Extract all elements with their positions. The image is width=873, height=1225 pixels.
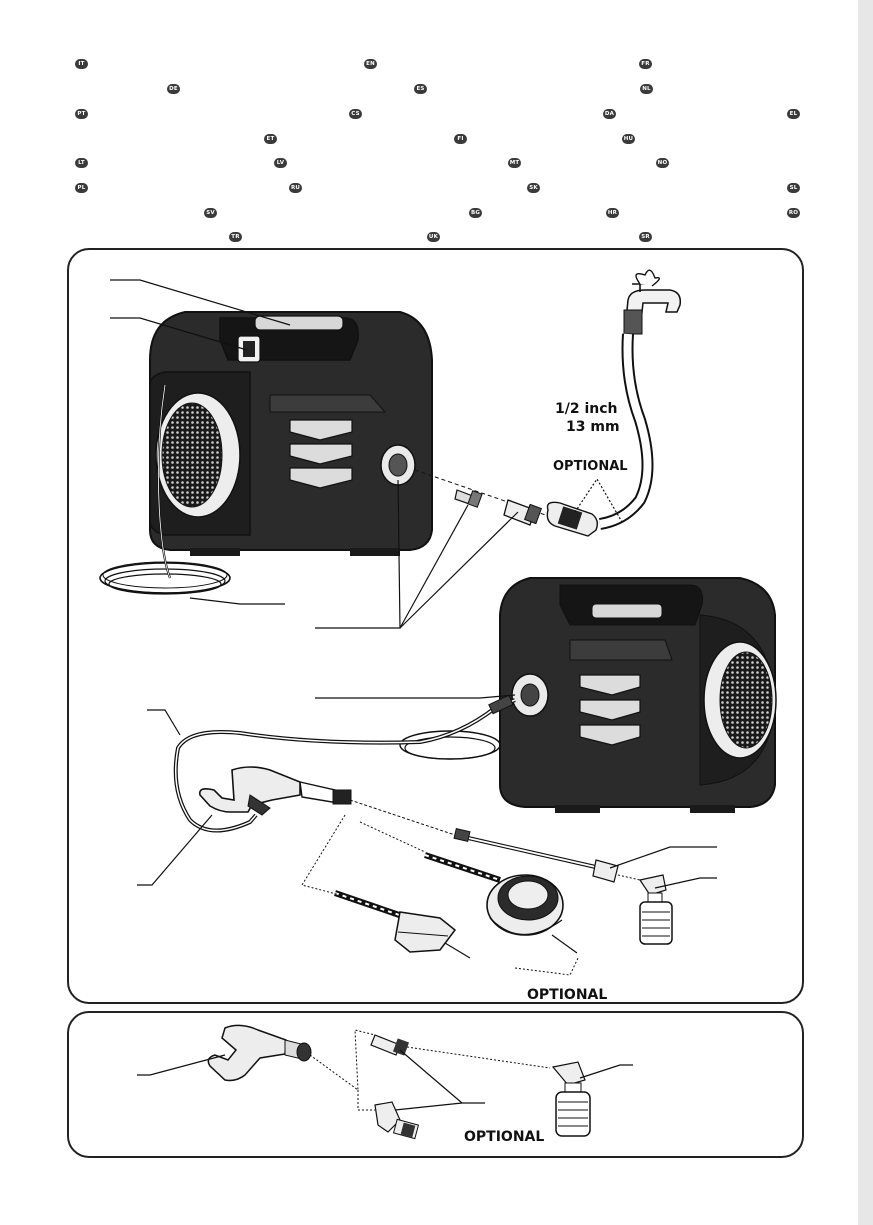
language-badge-el: EL bbox=[787, 109, 800, 119]
flat-brush bbox=[334, 890, 457, 953]
language-badge-en: EN bbox=[364, 59, 377, 69]
optional-brushes-label: OPTIONAL bbox=[527, 987, 607, 1003]
bottom-connectors bbox=[137, 1029, 633, 1111]
language-badge-et: ET bbox=[264, 134, 277, 144]
inlet-connectors bbox=[414, 469, 599, 537]
lance-adapter-straight bbox=[370, 1034, 410, 1056]
foam-bottle-small bbox=[551, 1061, 591, 1137]
language-badge-cs: CS bbox=[349, 109, 362, 119]
language-badge-de: DE bbox=[167, 84, 180, 94]
foam-bottle bbox=[617, 874, 673, 945]
language-badge-hr: HR bbox=[606, 208, 619, 218]
lance-adapter-angled bbox=[374, 1101, 420, 1140]
pressure-washer-rear bbox=[99, 311, 433, 595]
language-badge-es: ES bbox=[414, 84, 427, 94]
accessory-panel bbox=[67, 1011, 804, 1158]
high-pressure-hose bbox=[173, 694, 516, 833]
optional-bottom-label: OPTIONAL bbox=[464, 1129, 544, 1145]
language-badge-pl: PL bbox=[75, 183, 88, 193]
optional-hose-label: OPTIONAL bbox=[553, 459, 628, 474]
language-badge-sk: SK bbox=[527, 183, 540, 193]
language-badge-sl: SL bbox=[787, 183, 800, 193]
rotating-brush bbox=[424, 852, 564, 936]
hose-size-inch: 1/2 inch bbox=[555, 401, 618, 417]
spray-gun-small bbox=[207, 1024, 312, 1082]
language-badge-da: DA bbox=[603, 109, 616, 119]
page-edge-strip bbox=[858, 0, 873, 1225]
water-tap bbox=[598, 269, 682, 530]
language-badge-ro: RO bbox=[787, 208, 800, 218]
optional-accessory-bracket bbox=[301, 814, 579, 976]
language-badge-fi: FI bbox=[454, 134, 467, 144]
language-badge-pt: PT bbox=[75, 109, 88, 119]
spray-gun bbox=[198, 766, 352, 816]
language-badge-nl: NL bbox=[640, 84, 653, 94]
language-badge-mt: MT bbox=[508, 158, 521, 168]
pressure-washer-front bbox=[399, 577, 777, 813]
language-badge-fr: FR bbox=[639, 59, 652, 69]
language-badge-lt: LT bbox=[75, 158, 88, 168]
language-badge-it: IT bbox=[75, 59, 88, 69]
spray-lance bbox=[349, 799, 619, 883]
language-badge-ru: RU bbox=[289, 183, 302, 193]
leader-lines bbox=[110, 279, 717, 959]
language-badge-uk: UK bbox=[427, 232, 440, 242]
language-badge-hu: HU bbox=[622, 134, 635, 144]
optional-hose-bracket bbox=[574, 477, 623, 523]
language-badge-sr: SR bbox=[639, 232, 652, 242]
language-badge-bg: BG bbox=[469, 208, 482, 218]
hose-size-mm: 13 mm bbox=[566, 419, 620, 435]
language-badge-no: NO bbox=[656, 158, 669, 168]
language-badge-sv: SV bbox=[204, 208, 217, 218]
language-badge-tr: TR bbox=[229, 232, 242, 242]
language-badge-lv: LV bbox=[274, 158, 287, 168]
